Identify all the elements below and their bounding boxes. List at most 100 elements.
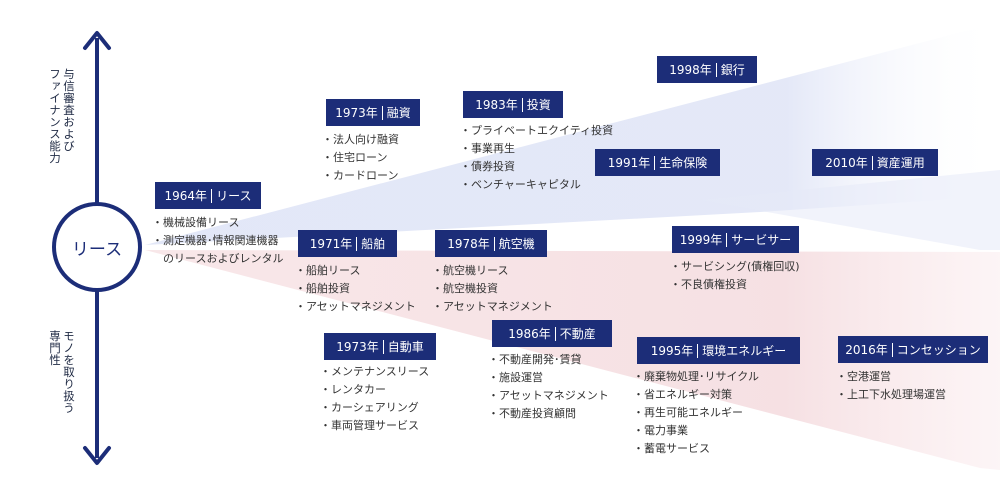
list-item: 蓄電サービス bbox=[633, 440, 759, 458]
badge-year: 1999年 bbox=[679, 233, 723, 247]
badge-separator bbox=[654, 155, 656, 170]
center-label: リース bbox=[71, 239, 123, 260]
badge-separator bbox=[356, 236, 358, 251]
item-list-auto: メンテナンスリースレンタカーカーシェアリング車両管理サービス bbox=[320, 363, 429, 435]
badge-ship: 1971年船舶 bbox=[298, 230, 397, 257]
badge-life: 1991年生命保険 bbox=[595, 149, 720, 176]
list-item: 債券投資 bbox=[460, 158, 613, 176]
badge-title: 船舶 bbox=[361, 237, 386, 251]
list-item: 船舶投資 bbox=[295, 280, 416, 298]
badge-separator bbox=[521, 97, 523, 112]
badge-year: 1973年 bbox=[335, 106, 378, 120]
list-item: 機械設備リース bbox=[152, 214, 283, 232]
list-item: カードローン bbox=[322, 167, 399, 185]
badge-investment: 1983年投資 bbox=[463, 91, 563, 118]
badge-year: 1986年 bbox=[508, 327, 551, 341]
list-item: 再生可能エネルギー bbox=[633, 404, 759, 422]
list-item: メンテナンスリース bbox=[320, 363, 429, 381]
badge-separator bbox=[554, 326, 556, 341]
item-list-ship: 船舶リース船舶投資アセットマネジメント bbox=[295, 262, 416, 316]
axis-bottom-label: モノを取り扱う 専門性 bbox=[48, 330, 76, 414]
list-item: 不良債権投資 bbox=[670, 276, 800, 294]
badge-separator bbox=[715, 62, 717, 77]
badge-separator bbox=[871, 155, 873, 170]
list-item: サービシング(債権回収) bbox=[670, 258, 800, 276]
list-item: アセットマネジメント bbox=[295, 298, 416, 316]
badge-title: コンセッション bbox=[896, 343, 981, 357]
badge-title: サービサー bbox=[731, 233, 792, 247]
list-item: 不動産開発･賃貸 bbox=[488, 351, 609, 369]
item-list-aircraft: 航空機リース航空機投資アセットマネジメント bbox=[432, 262, 553, 316]
badge-year: 1964年 bbox=[164, 189, 208, 203]
list-item: ベンチャーキャピタル bbox=[460, 176, 613, 194]
list-item: 車両管理サービス bbox=[320, 417, 429, 435]
badge-title: リース bbox=[216, 189, 252, 203]
finance-band-tail bbox=[700, 170, 1000, 250]
badge-title: 環境エネルギー bbox=[702, 344, 787, 358]
list-item: 省エネルギー対策 bbox=[633, 386, 759, 404]
badge-title: 不動産 bbox=[559, 327, 596, 341]
arrow-up-icon bbox=[83, 31, 111, 50]
badge-title: 投資 bbox=[526, 98, 551, 112]
badge-separator bbox=[697, 343, 699, 358]
badge-lease: 1964年リース bbox=[155, 182, 261, 209]
badge-service: 1999年サービサー bbox=[672, 226, 799, 253]
badge-title: 資産運用 bbox=[876, 156, 925, 170]
badge-bank: 1998年銀行 bbox=[657, 56, 757, 83]
badge-separator bbox=[382, 339, 384, 354]
badge-year: 1971年 bbox=[309, 237, 353, 251]
item-list-realestate: 不動産開発･賃貸施設運営アセットマネジメント不動産投資顧問 bbox=[488, 351, 609, 423]
badge-title: 航空機 bbox=[498, 237, 535, 251]
badge-separator bbox=[381, 105, 383, 120]
list-item: 船舶リース bbox=[295, 262, 416, 280]
item-list-concession: 空港運営上工下水処理場運営 bbox=[836, 368, 946, 404]
list-item: アセットマネジメント bbox=[432, 298, 553, 316]
list-item: 航空機投資 bbox=[432, 280, 553, 298]
badge-finance: 1973年融資 bbox=[326, 99, 420, 126]
list-item: のリースおよびレンタル bbox=[163, 252, 284, 265]
badge-year: 1983年 bbox=[475, 98, 518, 112]
list-item: 廃棄物処理･リサイクル bbox=[633, 368, 759, 386]
badge-title: 融資 bbox=[386, 106, 411, 120]
item-list-service: サービシング(債権回収)不良債権投資 bbox=[670, 258, 800, 294]
badge-concession: 2016年コンセッション bbox=[838, 336, 988, 363]
list-item: 事業再生 bbox=[460, 140, 613, 158]
badge-year: 1991年 bbox=[607, 156, 651, 170]
center-circle: リース bbox=[52, 202, 142, 292]
list-item: 上工下水処理場運営 bbox=[836, 386, 946, 404]
badge-separator bbox=[211, 188, 213, 203]
list-item: 測定機器･情報関連機器 bbox=[152, 232, 283, 250]
item-list-investment: プライベートエクイティ投資事業再生債券投資ベンチャーキャピタル bbox=[460, 122, 613, 194]
list-item: 航空機リース bbox=[432, 262, 553, 280]
badge-year: 1978年 bbox=[447, 237, 490, 251]
badge-aircraft: 1978年航空機 bbox=[435, 230, 547, 257]
badge-title: 銀行 bbox=[720, 63, 745, 77]
list-item: カーシェアリング bbox=[320, 399, 429, 417]
list-item: レンタカー bbox=[320, 381, 429, 399]
list-item: 住宅ローン bbox=[322, 149, 399, 167]
badge-year: 2010年 bbox=[825, 156, 868, 170]
axis-top-label: 与信審査および ファイナンス能力 bbox=[48, 68, 76, 164]
badge-auto: 1973年自動車 bbox=[324, 333, 436, 360]
list-item: 法人向け融資 bbox=[322, 131, 399, 149]
list-item: プライベートエクイティ投資 bbox=[460, 122, 613, 140]
badge-separator bbox=[493, 236, 495, 251]
badge-realestate: 1986年不動産 bbox=[492, 320, 612, 347]
arrow-down-icon bbox=[83, 446, 111, 465]
list-item: 施設運営 bbox=[488, 369, 609, 387]
badge-title: 自動車 bbox=[387, 340, 424, 354]
badge-title: 生命保険 bbox=[659, 156, 708, 170]
list-item: アセットマネジメント bbox=[488, 387, 609, 405]
badge-separator bbox=[726, 232, 728, 247]
list-item: 電力事業 bbox=[633, 422, 759, 440]
item-list-finance: 法人向け融資住宅ローンカードローン bbox=[322, 131, 399, 185]
badge-energy: 1995年環境エネルギー bbox=[637, 337, 800, 364]
list-item: 空港運営 bbox=[836, 368, 946, 386]
badge-asset: 2010年資産運用 bbox=[812, 149, 938, 176]
badge-year: 2016年 bbox=[845, 343, 888, 357]
badge-year: 1995年 bbox=[650, 344, 694, 358]
badge-year: 1998年 bbox=[669, 63, 712, 77]
list-item: 不動産投資顧問 bbox=[488, 405, 609, 423]
badge-separator bbox=[891, 342, 893, 357]
